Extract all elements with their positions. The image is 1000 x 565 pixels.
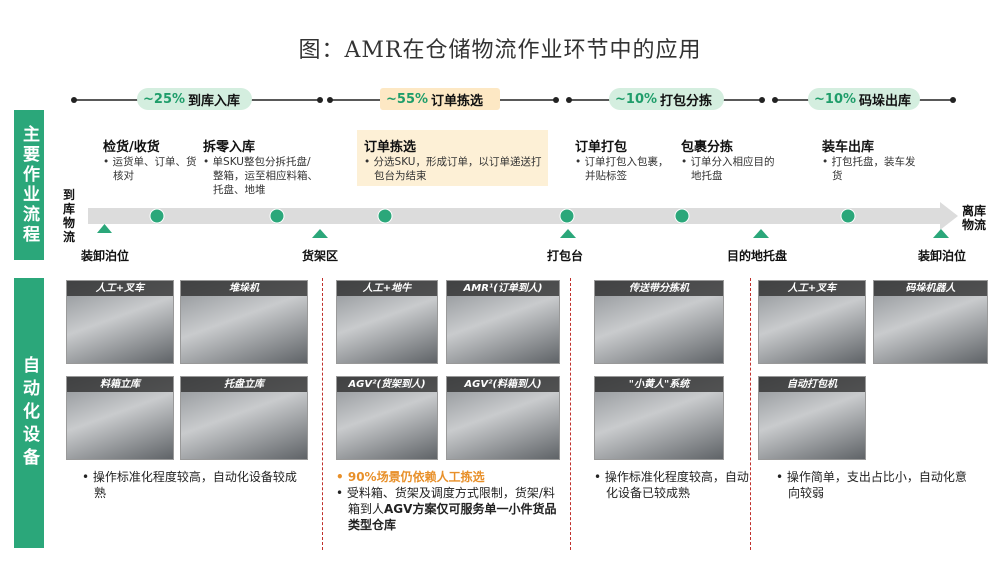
photo-caption: 码垛机器人 [874,281,987,296]
note-inbound: • 操作标准化程度较高，自动化设备较成熟 [82,470,297,500]
photo-caption: 人工+叉车 [759,281,865,296]
note-packing: • 操作标准化程度较高，自动化设备已较成熟 [594,470,749,500]
photo-caption: 传送带分拣机 [595,281,723,296]
equipment-photo-pallet-jack: 人工+地牛 [336,280,438,364]
timeline-start-label: 到库物流 [63,188,76,244]
phase-text: 码垛出库 [859,93,912,109]
note-picking-group: • 90%场景仍依赖人工拣选 • 受料箱、货架及调度方式限制，货架/料箱到人AG… [336,469,564,533]
photo-caption: 自动打包机 [759,377,865,392]
step-desc-text: 单SKU整包分拆托盘/整箱，运至相应料箱、托盘、地堆 [212,156,318,196]
phase-pct: ~10% [814,91,857,107]
section-label-process: 主要作业流程 [14,110,44,260]
equipment-photo-agv-shelf-to-person: AGV²(货架到人) [336,376,438,460]
step-loading: 装车出库 • 打包托盘，装车发货 [822,136,917,183]
photo-caption: AGV²(料箱到人) [447,377,559,392]
step-desc: • 订单打包入包裹，并贴标签 [575,156,669,182]
column-divider [750,278,751,550]
photo-caption: AMR¹(订单到人) [447,281,559,296]
note-text: 操作简单，支出占比小，自动化意向较弱 [786,470,967,500]
note-text: 操作标准化程度较高，自动化设备较成熟 [92,470,297,500]
location-label-dock-in: 装卸泊位 [81,249,130,263]
photo-caption: 托盘立库 [181,377,307,392]
photo-caption: 人工+地牛 [337,281,437,296]
step-highlight-box [357,130,548,186]
phase-label-outbound: ~10% 码垛出库 [808,88,920,110]
phase-label-inbound: ~25% 到库入库 [137,88,252,110]
step-desc-text: 订单分入相应目的地托盘 [690,156,775,182]
step-desc-text: 打包托盘，装车发货 [831,156,916,182]
phase-label-packing: ~10% 打包分拣 [609,88,724,110]
note-outbound: • 操作简单，支出占比小，自动化意向较弱 [776,470,967,500]
step-desc: • 订单分入相应目的地托盘 [681,156,775,182]
phase-text: 打包分拣 [660,93,713,109]
step-desc: • 分选SKU，形成订单，以订单递送打包台为结束 [364,156,542,182]
step-desc: • 运货单、订单、货核对 [103,156,197,182]
step-title: 订单打包 [575,140,628,155]
photo-caption: 堆垛机 [181,281,307,296]
column-divider [322,278,323,550]
section-label-equipment-text: 自动化设备 [19,355,39,471]
step-title: 订单拣选 [364,140,417,155]
photo-caption: 人工+叉车 [67,281,173,296]
photo-caption: AGV²(货架到人) [337,377,437,392]
location-label-destination-pallet: 目的地托盘 [727,249,788,263]
phase-pct: ~10% [615,91,658,107]
step-picking: 订单拣选 • 分选SKU，形成订单，以订单递送打包台为结束 [364,136,544,183]
section-label-process-text: 主要作业流程 [19,125,39,245]
step-receiving: 检货/收货 • 运货单、订单、货核对 [103,136,198,183]
equipment-photo-manual-forklift-outbound: 人工+叉车 [758,280,866,364]
step-title: 检货/收货 [103,140,160,155]
step-title: 拆零入库 [203,140,256,155]
location-label-dock-out: 装卸泊位 [918,249,967,263]
phase-pct: ~25% [143,91,186,107]
note-text: 90%场景仍依赖人工拣选 [347,470,485,484]
note-text: 受料箱、货架及调度方式限制，货架/料箱到人 [346,486,555,516]
location-label-shelf-area: 货架区 [302,249,339,263]
equipment-photo-auto-packing-machine: 自动打包机 [758,376,866,460]
step-desc-text: 运货单、订单、货核对 [112,156,197,182]
page-title: 图：AMR在仓储物流作业环节中的应用 [298,38,702,63]
equipment-photo-sorting-robots: "小黄人"系统 [594,376,724,460]
phase-text: 到库入库 [188,93,241,109]
equipment-photo-amr-order-to-person: AMR¹(订单到人) [446,280,560,364]
equipment-photo-palletizing-robot: 码垛机器人 [873,280,988,364]
location-label-packing-station: 打包台 [547,249,584,263]
equipment-photo-pallet-asrs: 托盘立库 [180,376,308,460]
photo-caption: "小黄人"系统 [595,377,723,392]
step-title: 装车出库 [822,140,875,155]
step-desc: • 打包托盘，装车发货 [822,156,916,182]
timeline-end-label: 离库物流 [962,204,987,232]
equipment-photo-agv-bin-to-person: AGV²(料箱到人) [446,376,560,460]
note-text: 操作标准化程度较高，自动化设备已较成熟 [604,470,749,500]
phase-pct: ~55% [386,91,429,107]
phase-label-picking: ~55% 订单拣选 [380,88,500,110]
note-text-bold: AGV方案仅可服务单一小件货品类型仓库 [348,502,557,532]
step-desc: • 单SKU整包分拆托盘/整箱，运至相应料箱、托盘、地堆 [203,156,318,196]
step-putaway: 拆零入库 • 单SKU整包分拆托盘/整箱，运至相应料箱、托盘、地堆 [203,136,321,197]
note-picking-highlight: • 90%场景仍依赖人工拣选 [336,470,485,484]
equipment-photo-manual-forklift: 人工+叉车 [66,280,174,364]
step-desc-text: 分选SKU，形成订单，以订单递送打包台为结束 [373,156,542,182]
equipment-photo-stacker-crane: 堆垛机 [180,280,308,364]
step-title: 包裹分拣 [681,140,734,155]
equipment-photo-conveyor-sorter: 传送带分拣机 [594,280,724,364]
equipment-photo-bin-asrs: 料箱立库 [66,376,174,460]
step-sorting: 包裹分拣 • 订单分入相应目的地托盘 [681,136,781,183]
column-divider [570,278,571,550]
note-picking-limit: • 受料箱、货架及调度方式限制，货架/料箱到人AGV方案仅可服务单一小件货品类型… [336,486,557,532]
phase-text: 订单拣选 [431,93,484,109]
step-packing: 订单打包 • 订单打包入包裹，并贴标签 [575,136,675,183]
step-desc-text: 订单打包入包裹，并贴标签 [584,156,669,182]
section-label-equipment: 自动化设备 [14,278,44,548]
photo-caption: 料箱立库 [67,377,173,392]
